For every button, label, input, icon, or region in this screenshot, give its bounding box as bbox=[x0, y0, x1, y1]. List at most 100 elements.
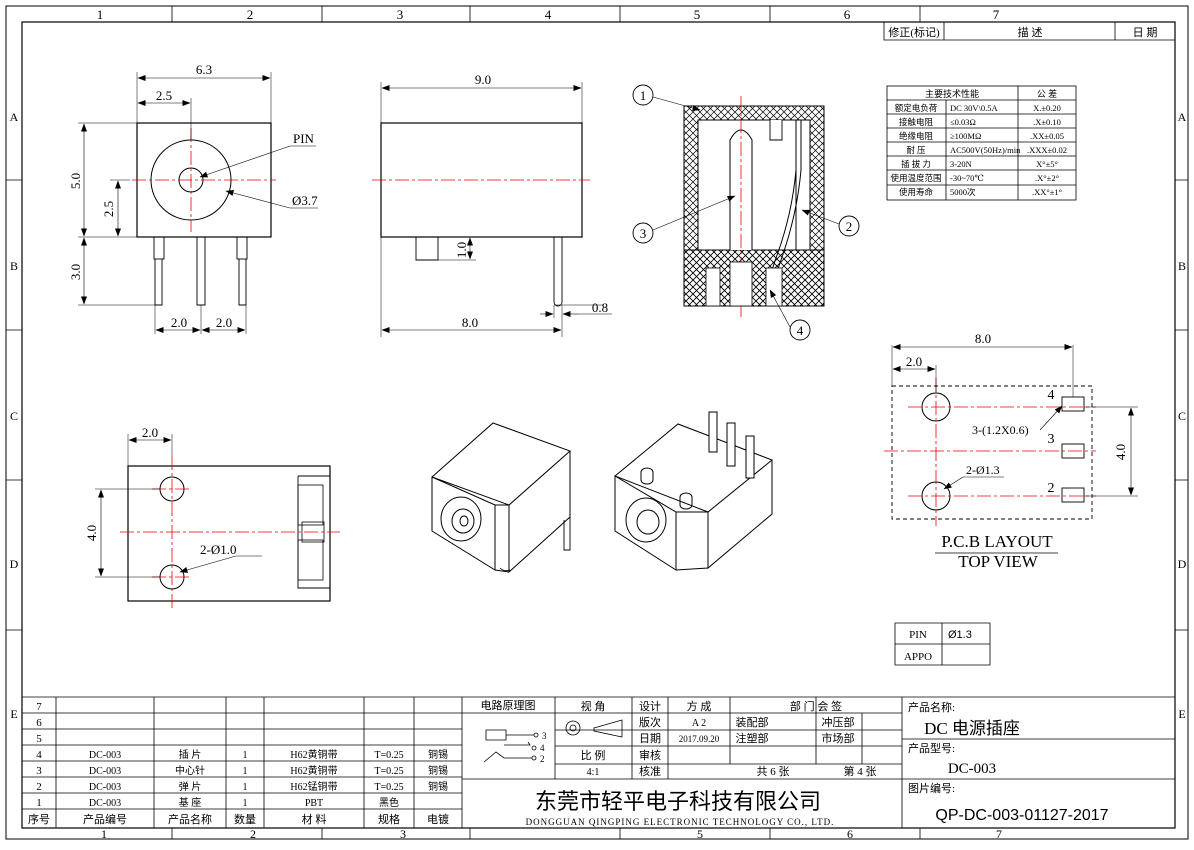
zone-top-2: 2 bbox=[247, 7, 254, 22]
iso-view-front bbox=[431, 422, 571, 574]
zone-bottom-5: 5 bbox=[697, 827, 703, 841]
pin-box-pin-label: PIN bbox=[909, 629, 927, 641]
zone-side-e: E bbox=[10, 707, 17, 721]
dim-bottom-pitch: 4.0 bbox=[84, 525, 99, 541]
zone-labels-top: 1 2 3 4 5 6 7 bbox=[97, 7, 1000, 22]
dim-side-thickness: 0.8 bbox=[592, 300, 608, 315]
bom-cell: H62锰铜带 bbox=[290, 780, 337, 793]
spec-cell: .X°±2° bbox=[1035, 173, 1059, 183]
label-bottom-holes: 2-Ø1.0 bbox=[200, 542, 236, 557]
zone-bottom-1: 1 bbox=[101, 827, 107, 841]
section-view bbox=[632, 84, 860, 341]
bom-cell: 铜锡 bbox=[428, 780, 448, 793]
product-name: DC 电源插座 bbox=[924, 719, 1020, 738]
spec-cell: 3-20N bbox=[950, 159, 972, 169]
sheet-number: 第 4 张 bbox=[844, 764, 877, 778]
label-pcb-holes: 2-Ø1.3 bbox=[966, 463, 1000, 477]
dim-front-offset: 2.5 bbox=[156, 88, 172, 103]
drawing-number: QP-DC-003-01127-2017 bbox=[935, 807, 1108, 824]
bom-row-number: 7 bbox=[36, 701, 42, 713]
bottom-view bbox=[95, 434, 340, 608]
spec-header-right: 公 差 bbox=[1037, 88, 1057, 99]
version-value: A 2 bbox=[692, 718, 706, 729]
spec-cell: -30~70℃ bbox=[950, 173, 984, 183]
bom-cell: 插 片 bbox=[179, 748, 202, 761]
label-diameter: Ø3.7 bbox=[292, 193, 318, 208]
spec-cell: X.±0.20 bbox=[1033, 103, 1061, 113]
dim-pin-pitch-2: 2.0 bbox=[216, 315, 232, 330]
dept-assembly: 装配部 bbox=[736, 715, 769, 729]
zone-side-c-right: C bbox=[1178, 409, 1186, 423]
spec-cell: AC500V(50Hz)/min bbox=[950, 145, 1021, 155]
zone-side-d: D bbox=[10, 557, 19, 571]
spec-cell: .XXX±0.02 bbox=[1027, 145, 1067, 155]
company-name-cn: 东莞市轻平电子科技有限公司 bbox=[535, 789, 821, 814]
scale-value: 4:1 bbox=[587, 767, 600, 778]
zone-bottom-3: 3 bbox=[400, 827, 406, 841]
spec-cell: DC 30V\0.5A bbox=[950, 103, 999, 113]
dim-pcb-height: 4.0 bbox=[1113, 444, 1128, 460]
circuit-symbol bbox=[483, 729, 539, 763]
bom-cell: 黑色 bbox=[379, 796, 399, 809]
date-value: 2017.09.20 bbox=[679, 734, 720, 744]
spec-cell: 插 拔 力 bbox=[901, 159, 931, 169]
dim-side-length: 9.0 bbox=[475, 72, 491, 87]
zone-top-7: 7 bbox=[993, 7, 1000, 22]
zone-side-b-right: B bbox=[1178, 259, 1186, 273]
zone-bottom-2: 2 bbox=[250, 827, 256, 841]
bom-cell: T=0.25 bbox=[374, 766, 403, 777]
bom-cell: 1 bbox=[243, 766, 248, 777]
drawing-no-label: 图片编号: bbox=[908, 781, 955, 795]
circuit-label: 电路原理图 bbox=[481, 699, 536, 712]
spec-cell: 额定电负荷 bbox=[895, 103, 938, 113]
dim-bottom-offset: 2.0 bbox=[142, 425, 158, 440]
circuit-pin-3: 3 bbox=[542, 731, 547, 741]
revision-table: 修正(标记) 描 述 日 期 bbox=[883, 22, 1175, 41]
spec-cell: .XX±0.05 bbox=[1030, 131, 1064, 141]
sheet-border bbox=[5, 5, 1189, 840]
bom-row-number: 2 bbox=[36, 781, 42, 793]
label-pin: PIN bbox=[293, 131, 315, 146]
scale-label: 比 例 bbox=[581, 748, 606, 762]
bom-row-number: 1 bbox=[36, 797, 42, 809]
dim-pcb-offset: 2.0 bbox=[906, 354, 922, 369]
pcb-pin-2: 2 bbox=[1048, 481, 1055, 496]
view-label: 视 角 bbox=[581, 699, 606, 713]
dim-front-width: 6.3 bbox=[196, 62, 212, 77]
dim-side-pin: 1.0 bbox=[454, 242, 469, 258]
bom-cell: 1 bbox=[243, 782, 248, 793]
design-value: 方 成 bbox=[687, 699, 712, 713]
bom-cell: T=0.25 bbox=[374, 782, 403, 793]
revision-date-header: 日 期 bbox=[1133, 26, 1158, 39]
approve-label: 核准 bbox=[639, 764, 661, 778]
zone-labels-bottom: 1 2 3 5 6 7 bbox=[101, 827, 1002, 841]
bom-cell: 铜锡 bbox=[428, 764, 448, 777]
bom-header-qty: 数量 bbox=[234, 813, 256, 826]
dim-pcb-width: 8.0 bbox=[975, 331, 991, 346]
bom-cell: T=0.25 bbox=[374, 750, 403, 761]
bom-cell: H62黄铜带 bbox=[290, 764, 337, 777]
pcb-subtitle: TOP VIEW bbox=[958, 552, 1038, 571]
dept-injection: 注塑部 bbox=[736, 731, 769, 745]
dim-pin-pitch-1: 2.0 bbox=[171, 315, 187, 330]
bom-cell: 1 bbox=[243, 750, 248, 761]
dim-pin-length: 3.0 bbox=[68, 264, 83, 280]
sheets-total: 共 6 张 bbox=[757, 765, 790, 778]
label-pcb-slots: 3-(1.2X0.6) bbox=[972, 423, 1029, 437]
spec-cell: 接触电阻 bbox=[899, 117, 934, 127]
zone-top-3: 3 bbox=[397, 7, 404, 22]
revision-mark-header: 修正(标记) bbox=[888, 25, 940, 39]
review-label: 审核 bbox=[639, 748, 661, 762]
balloon-1: 1 bbox=[640, 88, 647, 103]
product-name-label: 产品名称: bbox=[908, 700, 955, 714]
dept-title: 部 门 会 签 bbox=[790, 699, 842, 713]
pcb-pin-4: 4 bbox=[1048, 388, 1055, 403]
balloon-4: 4 bbox=[797, 323, 804, 338]
spec-cell: 5000次 bbox=[950, 187, 976, 197]
product-model: DC-003 bbox=[948, 761, 996, 777]
spec-cell: .X±0.10 bbox=[1033, 117, 1061, 127]
